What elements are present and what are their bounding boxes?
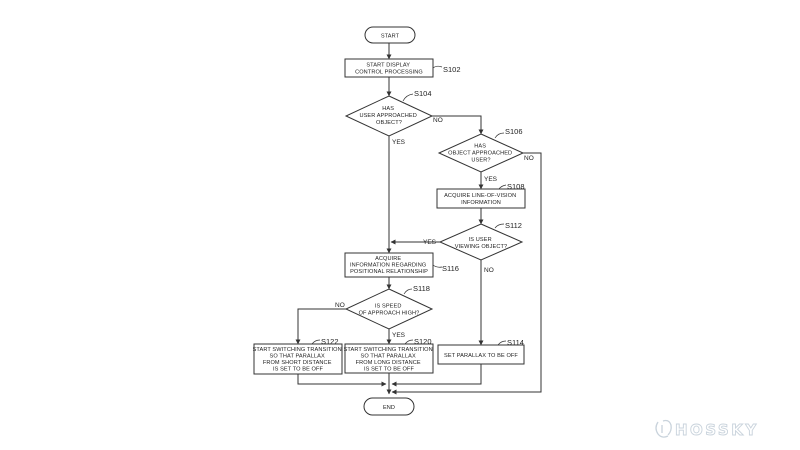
step-s116-box: ACQUIRE INFORMATION REGARDING POSITIONAL… <box>344 252 459 278</box>
step-s118-decision: IS SPEED OF APPROACH HIGH? S118 NO YES <box>335 284 434 339</box>
step-s122-box: START SWITCHING TRANSITION SO THAT PARAL… <box>253 337 344 375</box>
svg-text:HAS OBJECT APPROACHED: HAS OBJECT APPROACHED USER? <box>448 144 514 164</box>
step-s102-box: START DISPLAY CONTROL PROCESSING S102 <box>344 58 461 78</box>
start-terminal: START <box>364 26 416 44</box>
s112-line-2: VIEWING OBJECT? <box>455 244 507 250</box>
s102-line-2: CONTROL PROCESSING <box>355 70 423 76</box>
s106-yes-label: YES <box>484 176 498 183</box>
s120-line-1: START SWITCHING TRANSITION <box>344 347 433 353</box>
s114-line-1: SET PARALLAX TO BE OFF <box>444 353 518 359</box>
s120-line-2: SO THAT PARALLAX <box>361 354 416 360</box>
step-s112-decision: IS USER VIEWING OBJECT? S112 YES NO <box>423 221 524 274</box>
s122-line-2: SO THAT PARALLAX <box>270 354 325 360</box>
s106-step-id: S106 <box>505 127 523 136</box>
svg-text:HAS USER APPROACHED: HAS USER APPROACHED OBJECT? <box>359 106 418 126</box>
s102-line-1: START DISPLAY <box>366 63 410 69</box>
s116-step-id: S116 <box>442 264 459 273</box>
s120-leader <box>404 339 414 345</box>
s104-leader <box>402 93 414 102</box>
s114-leader <box>497 340 507 346</box>
svg-text:START SWITCHING TRANSITION: START SWITCHING TRANSITION SO THAT PARAL… <box>253 347 344 373</box>
s102-leader <box>432 65 443 69</box>
s106-no-label: NO <box>524 155 534 162</box>
s104-no-label: NO <box>433 117 443 124</box>
s120-line-3: FROM LONG DISTANCE <box>356 360 421 366</box>
s104-yes-label: YES <box>392 139 406 146</box>
s122-line-1: START SWITCHING TRANSITION <box>253 347 342 353</box>
end-label: END <box>383 405 395 411</box>
arrow-s104-no-to-s106 <box>432 115 484 135</box>
s122-line-4: IS SET TO BE OFF <box>273 367 324 373</box>
s112-line-1: IS USER <box>469 237 492 243</box>
s108-leader <box>498 184 507 190</box>
step-s104-decision: HAS USER APPROACHED OBJECT? S104 NO YES <box>344 89 443 146</box>
arrow-s106-no-to-end <box>391 152 542 395</box>
s120-line-4: IS SET TO BE OFF <box>364 367 415 373</box>
step-s114-box: SET PARALLAX TO BE OFF S114 <box>437 338 525 365</box>
step-s108-box: ACQUIRE LINE-OF-VISION INFORMATION S108 <box>436 182 526 209</box>
s106-line-2: OBJECT APPROACHED <box>448 151 512 157</box>
s112-no-label: NO <box>484 267 494 274</box>
s118-line-1: IS SPEED <box>375 304 402 310</box>
s104-line-3: OBJECT? <box>376 120 402 126</box>
step-s120-box: START SWITCHING TRANSITION SO THAT PARAL… <box>344 337 435 374</box>
s116-line-2: INFORMATION REGARDING <box>350 263 426 269</box>
s112-yes-label: YES <box>423 239 437 246</box>
watermark-logo-icon <box>655 419 672 438</box>
s118-no-label: NO <box>335 302 345 309</box>
s114-step-id: S114 <box>507 338 524 347</box>
s118-leader <box>403 288 413 295</box>
s118-yes-label: YES <box>392 332 406 339</box>
s116-leader <box>432 264 443 268</box>
watermark: HOSSKY <box>655 419 759 439</box>
s122-line-3: FROM SHORT DISTANCE <box>263 360 332 366</box>
svg-text:ACQUIRE LINE-OF-VISION I: ACQUIRE LINE-OF-VISION INFORMATION <box>444 193 518 206</box>
s116-line-1: ACQUIRE <box>375 256 401 262</box>
svg-text:IS USER VIEWING OBJECT?: IS USER VIEWING OBJECT? <box>455 237 507 250</box>
s104-step-id: S104 <box>414 89 432 98</box>
arrow-s122-to-end <box>297 374 387 387</box>
svg-text:IS SPEED OF APPROACH HIG: IS SPEED OF APPROACH HIGH? <box>359 304 420 317</box>
s116-line-3: POSITIONAL RELATIONSHIP <box>350 269 428 275</box>
s106-line-1: HAS <box>474 144 486 150</box>
s106-line-3: USER? <box>471 158 490 164</box>
s112-leader <box>494 223 505 229</box>
s118-line-2: OF APPROACH HIGH? <box>359 311 420 317</box>
s104-line-1: HAS <box>382 106 394 112</box>
svg-text:ACQUIRE INFORMATION REGA: ACQUIRE INFORMATION REGARDING POSITIONAL… <box>350 256 428 275</box>
watermark-text: HOSSKY <box>675 421 759 439</box>
s106-leader <box>494 132 505 139</box>
start-label: START <box>381 34 400 40</box>
step-s106-decision: HAS OBJECT APPROACHED USER? S106 NO YES <box>437 127 534 183</box>
s102-step-id: S102 <box>443 65 461 74</box>
s108-step-id: S108 <box>507 182 525 191</box>
connectors <box>295 43 542 395</box>
s112-step-id: S112 <box>505 221 522 230</box>
arrow-s118-no-to-s122 <box>295 308 346 345</box>
s108-line-2: INFORMATION <box>461 200 501 206</box>
s122-step-id: S122 <box>321 337 339 346</box>
end-terminal: END <box>363 397 415 416</box>
s118-step-id: S118 <box>413 284 430 293</box>
arrow-s114-to-end <box>391 364 482 387</box>
svg-text:START DISPLAY CONTROL PR: START DISPLAY CONTROL PROCESSING <box>355 63 423 76</box>
s108-line-1: ACQUIRE LINE-OF-VISION <box>444 193 516 199</box>
s104-line-2: USER APPROACHED <box>359 113 416 119</box>
s122-leader <box>311 339 321 345</box>
svg-text:START SWITCHING TRANSITION: START SWITCHING TRANSITION SO THAT PARAL… <box>344 347 435 373</box>
s120-step-id: S120 <box>414 337 432 346</box>
